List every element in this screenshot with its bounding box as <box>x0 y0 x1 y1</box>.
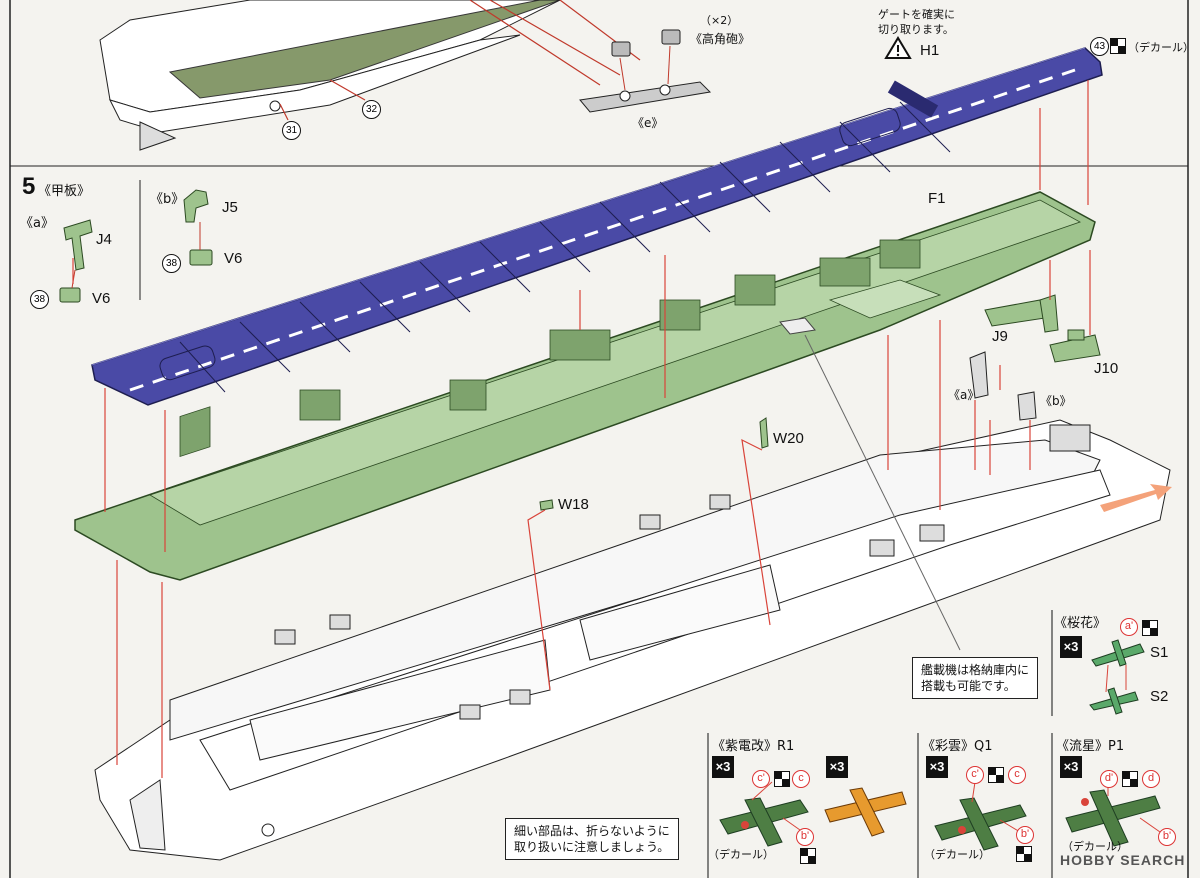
saiun-decal-icon1 <box>988 767 1004 783</box>
shiden-decal3: b' <box>796 828 814 846</box>
ryusei-decal-icon1 <box>1122 771 1138 787</box>
shiden-decal1: c' <box>752 770 770 788</box>
ohka-aircraft-drawing <box>1089 639 1145 715</box>
step-title: 《甲板》 <box>38 184 91 199</box>
part-j9-label: J9 <box>992 328 1008 345</box>
saiun-decal1: c' <box>966 766 984 784</box>
hangar-note-line2: 搭載も可能です。 <box>921 679 1016 693</box>
ryusei-decal2: d <box>1142 770 1160 788</box>
hangar-deck-part <box>74 191 1096 581</box>
ref-31: 31 <box>282 121 301 140</box>
shiden-title: 《紫電改》R1 <box>712 739 795 754</box>
shiden-decal-icon2 <box>800 848 816 864</box>
ohka-title: 《桜花》 <box>1054 616 1107 631</box>
ref-38-a: 38 <box>30 290 49 309</box>
hangar-note: 艦載機は格納庫内に 搭載も可能です。 <box>912 657 1039 699</box>
shiden-aircraft-drawing <box>719 781 907 847</box>
ryusei-decal-label: （デカール） <box>1062 840 1128 853</box>
ref-32: 32 <box>362 100 381 119</box>
decal-icon-43 <box>1110 38 1126 54</box>
aa-gun-parts <box>579 29 712 113</box>
watermark: HOBBY SEARCH <box>1060 852 1186 868</box>
ryusei-decal1: d' <box>1100 770 1118 788</box>
aircraft-frames <box>707 610 1053 878</box>
fragile-note-line1: 細い部品は、折らないように <box>514 824 670 838</box>
bow-direction-arrow <box>1100 484 1172 512</box>
subassembly-a-label: 《a》 <box>20 216 54 231</box>
part-h1-label: H1 <box>920 42 940 59</box>
fragile-note-line2: 取り扱いに注意しましょう。 <box>514 840 670 854</box>
decal-ref-43: 43 <box>1090 37 1109 56</box>
part-f1-label: F1 <box>928 190 946 207</box>
hangar-note-line1: 艦載機は格納庫内に <box>921 663 1030 677</box>
ryusei-decal3: b' <box>1158 828 1176 846</box>
saiun-count: ×3 <box>926 756 948 778</box>
saiun-decal-icon2 <box>1016 846 1032 862</box>
shiden-decal-icon1 <box>774 771 790 787</box>
shiden-alt-count: ×3 <box>826 756 848 778</box>
fragile-parts-note: 細い部品は、折らないように 取り扱いに注意しましょう。 <box>505 818 679 860</box>
previous-step-hull <box>99 0 561 151</box>
saiun-decal2: c <box>1008 766 1026 784</box>
assembly-callout-lines <box>72 80 1091 778</box>
decal-label-43: （デカール） <box>1128 41 1194 54</box>
part-j10-label: J10 <box>1094 360 1119 377</box>
warning-icon <box>884 36 912 59</box>
saiun-decal-label: （デカール） <box>924 848 990 861</box>
saiun-decal3: b' <box>1016 826 1034 844</box>
shiden-decal-label: （デカール） <box>708 848 774 861</box>
ohka-part-s2: S2 <box>1150 688 1169 705</box>
hull-a-label: 《a》 <box>948 388 980 402</box>
subassembly-a-parts <box>59 219 93 303</box>
aa-gun-label: 《高角砲》 <box>690 32 751 46</box>
previous-step-ref-lines <box>279 0 641 121</box>
part-w18-label: W18 <box>558 496 589 513</box>
e-label: 《e》 <box>632 116 664 130</box>
aa-gun-count: （×2） <box>700 14 739 27</box>
hull-guns <box>274 424 1091 720</box>
hangar-note-leader <box>804 334 961 651</box>
saiun-title: 《彩雲》Q1 <box>922 739 993 754</box>
ryusei-aircraft-drawing <box>1065 782 1161 847</box>
step-number: 5 <box>22 173 36 200</box>
gate-note-line1: ゲートを確実に <box>878 8 955 21</box>
subassembly-b-label: 《b》 <box>150 192 185 207</box>
part-j4-label: J4 <box>96 231 112 248</box>
ohka-count: ×3 <box>1060 636 1082 658</box>
saiun-aircraft-drawing <box>934 781 1027 851</box>
gate-note-line2: 切り取ります。 <box>878 23 954 36</box>
part-w20-label: W20 <box>773 430 804 447</box>
grey-small-parts <box>969 351 1037 421</box>
ryusei-count: ×3 <box>1060 756 1082 778</box>
ryusei-title: 《流星》P1 <box>1056 739 1125 754</box>
part-v6-b-label: V6 <box>224 250 243 267</box>
part-v6-a-label: V6 <box>92 290 111 307</box>
flight-deck-part <box>91 47 1103 406</box>
shiden-decal2: c <box>792 770 810 788</box>
subassembly-b-parts <box>183 189 213 266</box>
ohka-decal-ref: a' <box>1120 618 1138 636</box>
small-green-parts <box>539 294 1101 511</box>
ref-38-b: 38 <box>162 254 181 273</box>
part-j5-label: J5 <box>222 199 238 216</box>
ohka-part-s1: S1 <box>1150 644 1169 661</box>
ohka-decal-icon <box>1142 620 1158 636</box>
shiden-count: ×3 <box>712 756 734 778</box>
hull-b-label: 《b》 <box>1040 394 1072 408</box>
